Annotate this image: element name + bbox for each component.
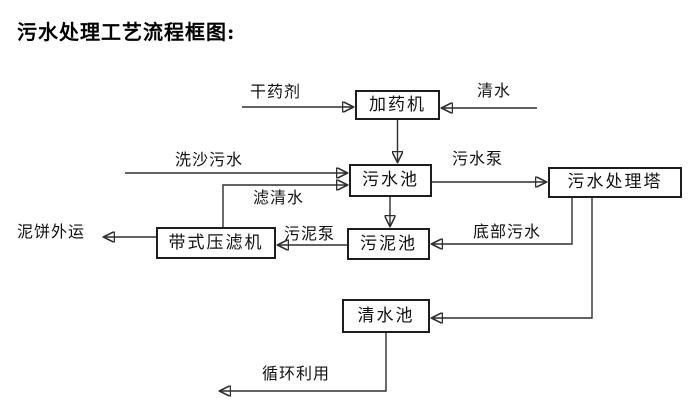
edge-label-sewage-pump: 污水泵: [452, 149, 504, 168]
arrow-filtered-water-to-sewage-pool: [222, 185, 346, 227]
node-sludge-pool: 污泥池: [347, 228, 430, 260]
node-dosing-machine: 加药机: [355, 90, 440, 120]
edge-label-mud-cake-out: 泥饼外运: [17, 222, 86, 241]
arrow-tower-to-clear-water-pool: [433, 198, 593, 318]
node-clear-water-pool: 清水池: [342, 299, 430, 333]
edge-label-filtered-water: 滤清水: [253, 188, 305, 207]
arrow-bottom-sewage-to-sludge-pool: [433, 198, 573, 244]
edge-label-sand-washing-sewage: 洗沙污水: [175, 150, 244, 169]
node-sewage-treatment-tower: 污水处理塔: [548, 167, 682, 198]
edge-label-recycle: 循环利用: [262, 364, 331, 383]
edge-label-sludge-pump: 污泥泵: [284, 224, 336, 243]
node-belt-filter-press: 带式压滤机: [156, 227, 276, 259]
page-title: 污水处理工艺流程框图:: [17, 20, 236, 44]
edge-label-bottom-sewage: 底部污水: [473, 222, 542, 241]
edge-label-dry-agent: 干药剂: [250, 82, 302, 101]
arrow-recycle-out: [221, 333, 387, 391]
node-sewage-pool: 污水池: [349, 164, 432, 197]
edge-label-clear-water: 清水: [477, 81, 512, 100]
